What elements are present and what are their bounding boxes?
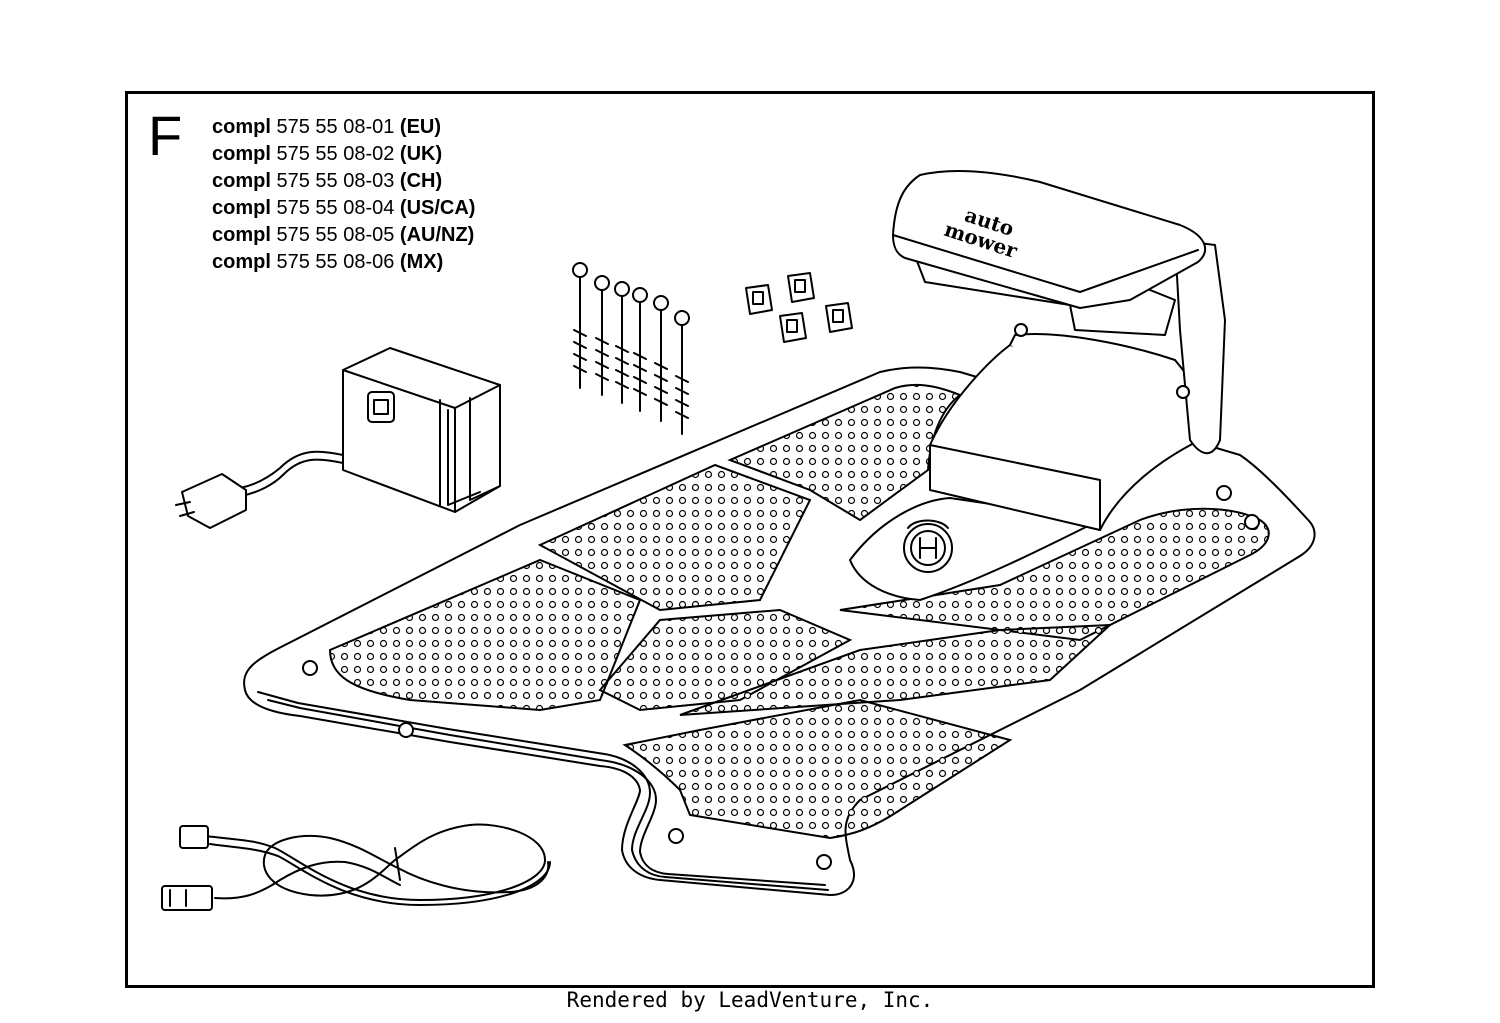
- part-entry: compl 575 55 08-04 (US/CA): [212, 195, 475, 222]
- part-label: compl: [212, 224, 271, 246]
- grip-zone-front: [622, 698, 1013, 840]
- part-number: 575 55 08-06: [276, 251, 395, 273]
- extension-cable: [161, 823, 551, 911]
- cable-connector-top-icon: [179, 825, 209, 849]
- grip-zone-rear: [727, 383, 963, 522]
- diagram-frame: [125, 91, 1375, 988]
- part-number-list: compl 575 55 08-01 (EU) compl 575 55 08-…: [212, 114, 475, 276]
- power-plug-icon: [181, 473, 247, 529]
- part-label: compl: [212, 197, 271, 219]
- power-supply: [175, 347, 501, 529]
- part-region: (US/CA): [399, 197, 476, 219]
- part-label: compl: [212, 116, 271, 138]
- grip-zone-center: [598, 608, 853, 712]
- ground-pegs: [572, 262, 690, 435]
- part-label: compl: [212, 170, 271, 192]
- part-region: (UK): [399, 143, 443, 165]
- part-region: (CH): [399, 170, 443, 192]
- part-label: compl: [212, 251, 271, 273]
- part-entry: compl 575 55 08-06 (MX): [212, 249, 475, 276]
- grip-zone-front-right: [679, 623, 1113, 716]
- part-number: 575 55 08-04: [276, 197, 395, 219]
- footer-credit: Rendered by LeadVenture, Inc.: [566, 988, 934, 1012]
- part-number: 575 55 08-03: [276, 170, 395, 192]
- part-entry: compl 575 55 08-03 (CH): [212, 168, 475, 195]
- part-label: compl: [212, 143, 271, 165]
- part-entry: compl 575 55 08-02 (UK): [212, 141, 475, 168]
- part-number: 575 55 08-01: [276, 116, 395, 138]
- part-entry: compl 575 55 08-01 (EU): [212, 114, 475, 141]
- part-number: 575 55 08-02: [276, 143, 395, 165]
- part-region: (EU): [399, 116, 442, 138]
- part-entry: compl 575 55 08-05 (AU/NZ): [212, 222, 475, 249]
- husqvarna-logo: [903, 519, 953, 573]
- section-letter: F: [148, 104, 183, 167]
- wire-connectors: [745, 272, 853, 343]
- grip-zone-left: [328, 558, 642, 712]
- part-number: 575 55 08-05: [276, 224, 395, 246]
- part-region: (AU/NZ): [399, 224, 475, 246]
- part-region: (MX): [399, 251, 444, 273]
- grip-zone-center-left: [537, 463, 812, 612]
- charging-station-tower: auto mower: [892, 170, 1226, 531]
